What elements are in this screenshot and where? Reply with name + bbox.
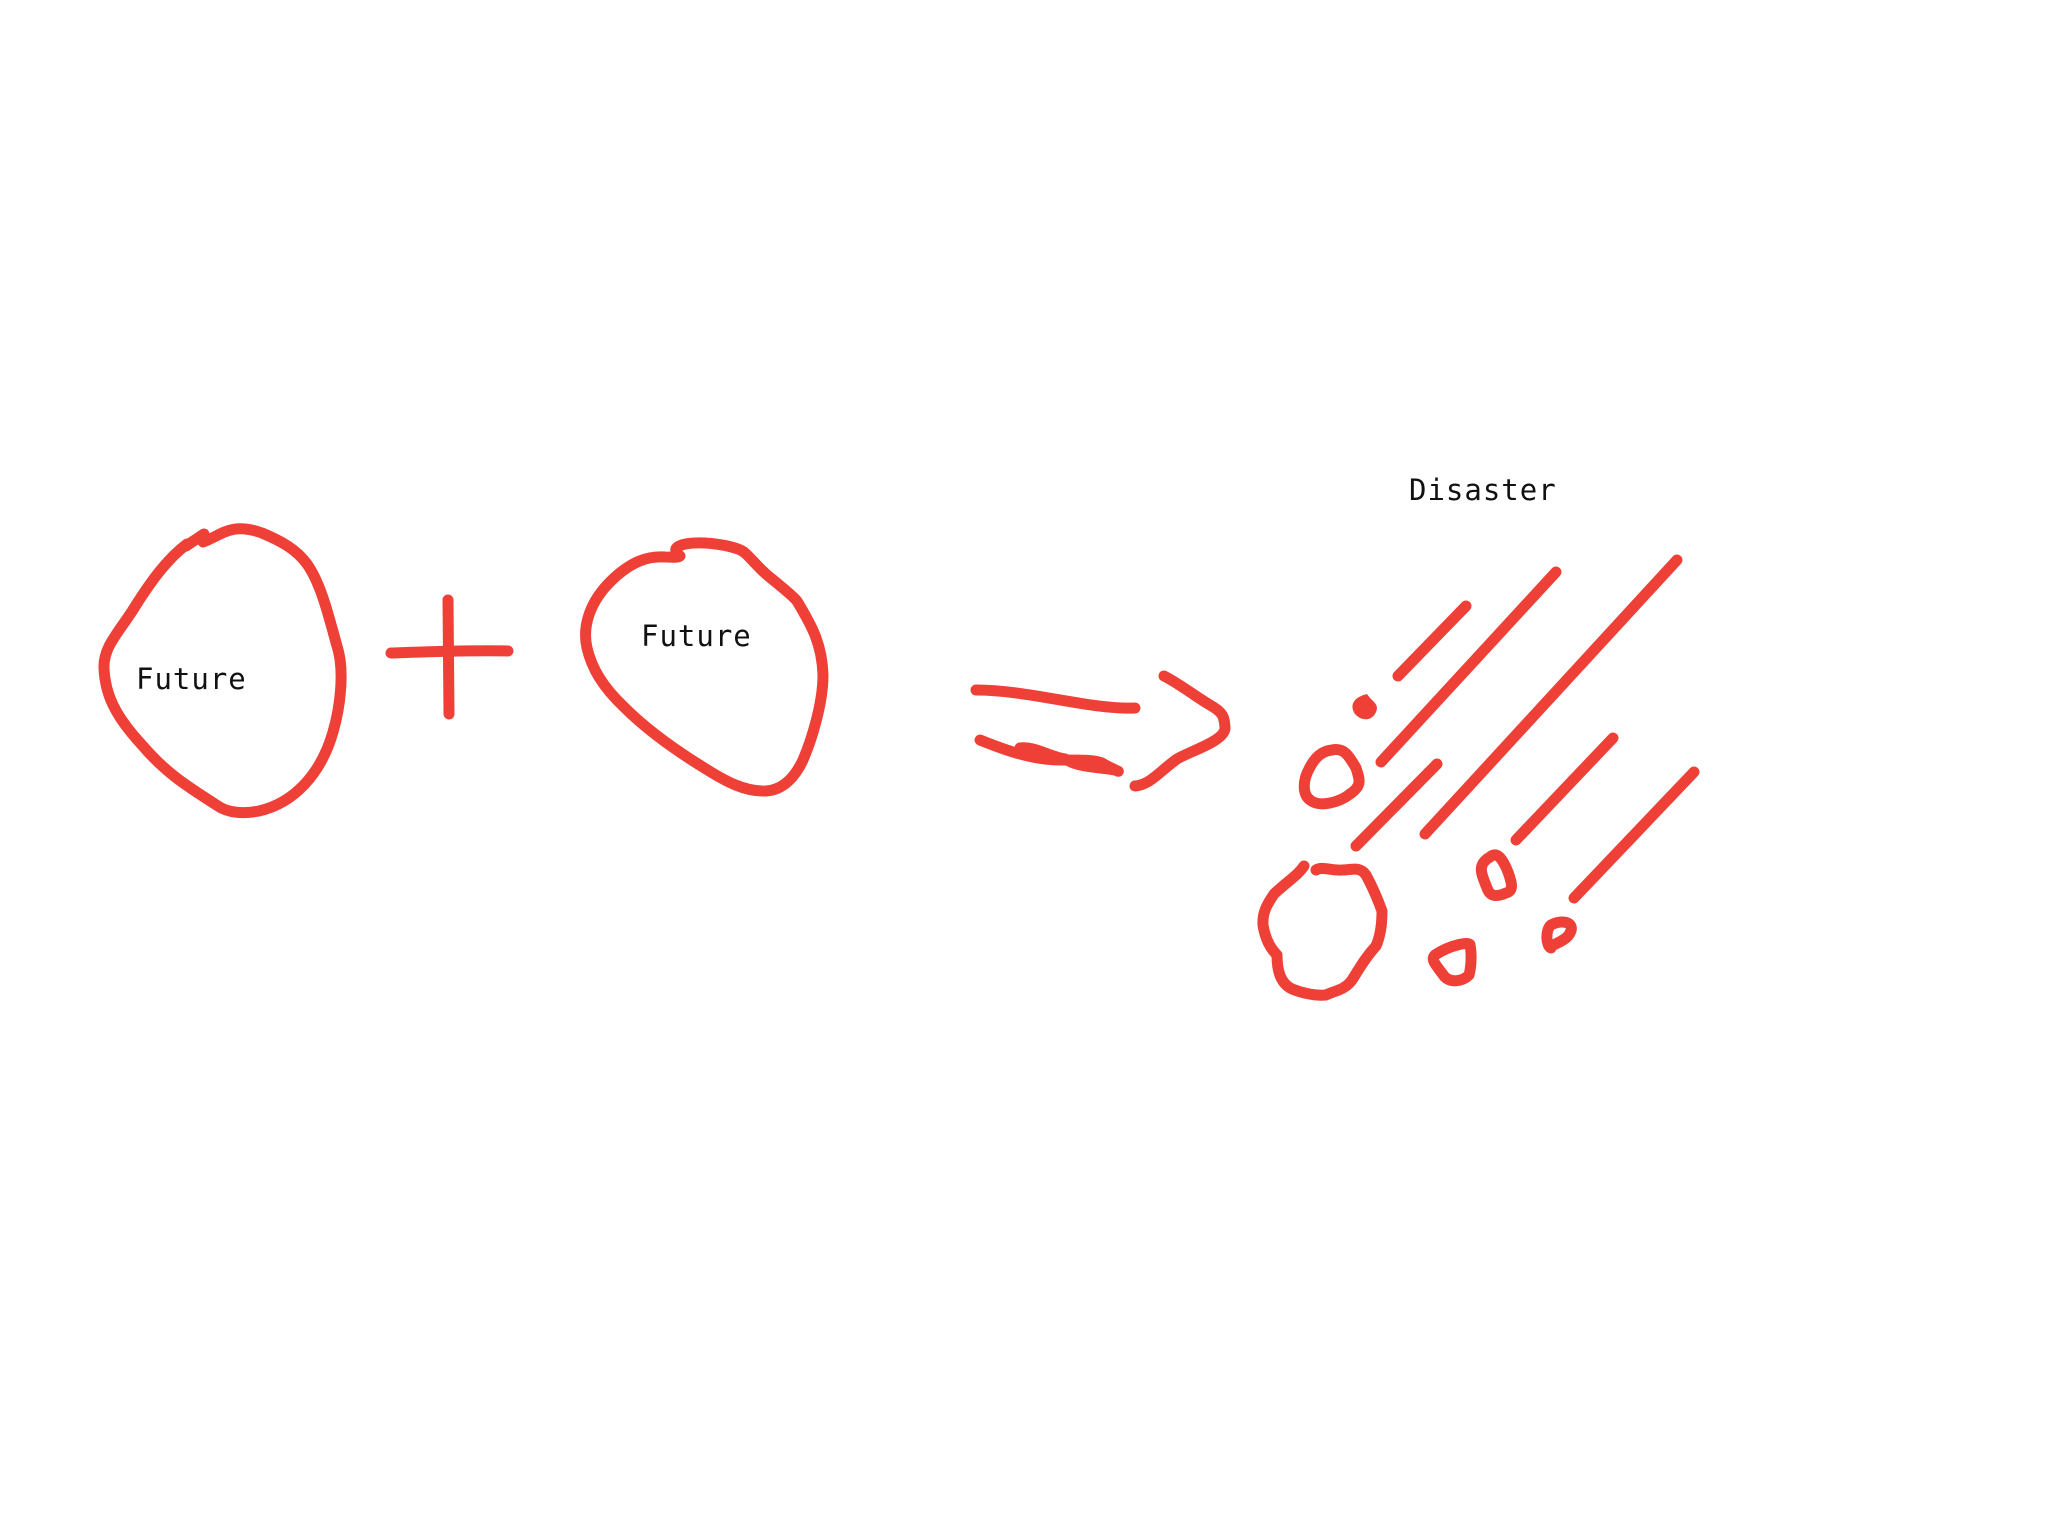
meteor-trail-1 <box>1392 600 1472 682</box>
future-label-right: Future <box>641 619 752 653</box>
rock-pebble-3 <box>1541 916 1577 954</box>
arrow-head <box>1129 670 1231 792</box>
plus-vertical-stroke <box>442 594 455 720</box>
arrow-upper-stroke <box>970 684 1141 714</box>
rock-pebble-1 <box>1475 849 1517 902</box>
future-blob-right <box>580 537 829 797</box>
meteor-trail-4 <box>1419 554 1683 840</box>
meteor-trail-2 <box>1375 566 1562 768</box>
meteor-trail-3 <box>1350 758 1443 852</box>
meteor-trail-6 <box>1568 766 1700 904</box>
arrow-lower-stroke <box>974 734 1124 777</box>
rock-large <box>1257 860 1388 1001</box>
future-blob-left <box>98 523 347 819</box>
future-label-left: Future <box>136 662 247 696</box>
rock-pebble-2 <box>1427 937 1477 987</box>
meteor-trail-5 <box>1510 732 1619 846</box>
disaster-label: Disaster <box>1409 473 1557 507</box>
rock-small-dot <box>1352 694 1377 720</box>
future-blob-left-tail <box>180 528 210 552</box>
rock-medium <box>1298 744 1365 810</box>
